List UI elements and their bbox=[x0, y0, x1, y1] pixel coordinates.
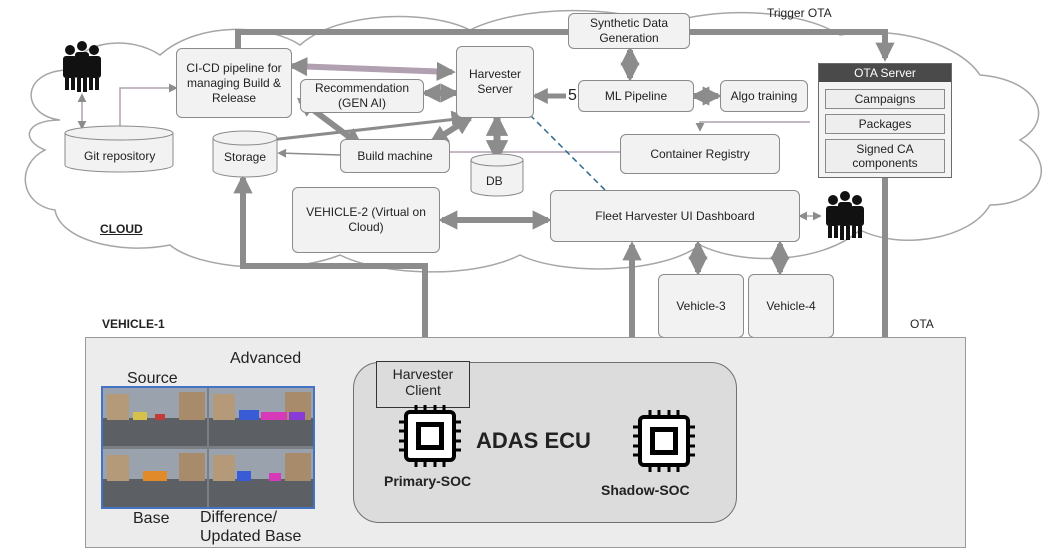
build-storage-arrow bbox=[277, 148, 341, 158]
primary-soc-label: Primary-SOC bbox=[384, 473, 472, 489]
storage-cylinder bbox=[212, 130, 278, 178]
recommendation-node: Recommendation (GEN AI) bbox=[300, 79, 424, 113]
cicd-harvester-arrow bbox=[288, 56, 456, 82]
street-scene-grid bbox=[103, 388, 313, 507]
ota-label: OTA bbox=[910, 317, 934, 331]
adas-ecu-title: ADAS ECU bbox=[476, 428, 591, 453]
scene-quadrant bbox=[209, 449, 313, 507]
fleet-dashboard-node: Fleet Harvester UI Dashboard bbox=[550, 190, 800, 242]
difference-label: Difference/ Updated Base bbox=[200, 509, 302, 546]
ota-server-title: OTA Server bbox=[819, 64, 951, 82]
trigger-ota-label: Trigger OTA bbox=[767, 6, 832, 20]
db-label: DB bbox=[486, 174, 503, 188]
git-repository-label: Git repository bbox=[84, 149, 156, 163]
base-label: Base bbox=[133, 510, 170, 527]
git-cicd-arrow bbox=[119, 83, 178, 128]
harvester-client-box: Harvester Client bbox=[376, 361, 470, 408]
storage-label: Storage bbox=[224, 150, 267, 164]
vehicle4-node: Vehicle-4 bbox=[748, 274, 834, 338]
people-icon bbox=[63, 41, 101, 92]
people-icon bbox=[826, 191, 864, 240]
synthetic-data-node: Synthetic Data Generation bbox=[568, 13, 690, 49]
advanced-label: Advanced bbox=[230, 350, 302, 367]
harvester-fleet-dashed bbox=[529, 114, 608, 193]
container-registry-node: Container Registry bbox=[620, 134, 780, 174]
scene-quadrant bbox=[209, 388, 313, 446]
source-label: Source bbox=[127, 370, 178, 387]
vehicle1-label: VEHICLE-1 bbox=[102, 317, 165, 331]
marker-5: 5 bbox=[568, 87, 577, 104]
cloud-label: CLOUD bbox=[100, 222, 143, 236]
git-repo-cylinder bbox=[64, 125, 174, 173]
algo-training-node: Algo training bbox=[720, 80, 808, 112]
algo-registry-link bbox=[695, 121, 810, 132]
ota-packages: Packages bbox=[825, 114, 945, 134]
ml-pipeline-node: ML Pipeline bbox=[578, 80, 694, 112]
scene-quadrant bbox=[103, 388, 207, 446]
storage-harvester-arrow bbox=[269, 110, 470, 142]
cicd-top-link bbox=[235, 29, 568, 48]
client-storage-arrow bbox=[233, 174, 428, 362]
build-machine-node: Build machine bbox=[340, 139, 450, 173]
shadow-soc-label: Shadow-SOC bbox=[601, 482, 690, 498]
ota-signed-ca: Signed CA components bbox=[825, 139, 945, 173]
db-cylinder bbox=[470, 153, 524, 197]
camera-comparison-image bbox=[101, 386, 315, 509]
vehicle3-node: Vehicle-3 bbox=[658, 274, 744, 338]
ota-campaigns: Campaigns bbox=[825, 89, 945, 109]
vehicle2-node: VEHICLE-2 (Virtual on Cloud) bbox=[292, 187, 440, 253]
trigger-ota-arrow bbox=[690, 29, 895, 62]
cicd-pipeline-node: CI-CD pipeline for managing Build & Rele… bbox=[176, 48, 292, 118]
harvester-server-node: Harvester Server bbox=[456, 46, 534, 118]
ota-server-panel: OTA Server Campaigns Packages Signed CA … bbox=[818, 63, 952, 178]
scene-quadrant bbox=[103, 449, 207, 507]
